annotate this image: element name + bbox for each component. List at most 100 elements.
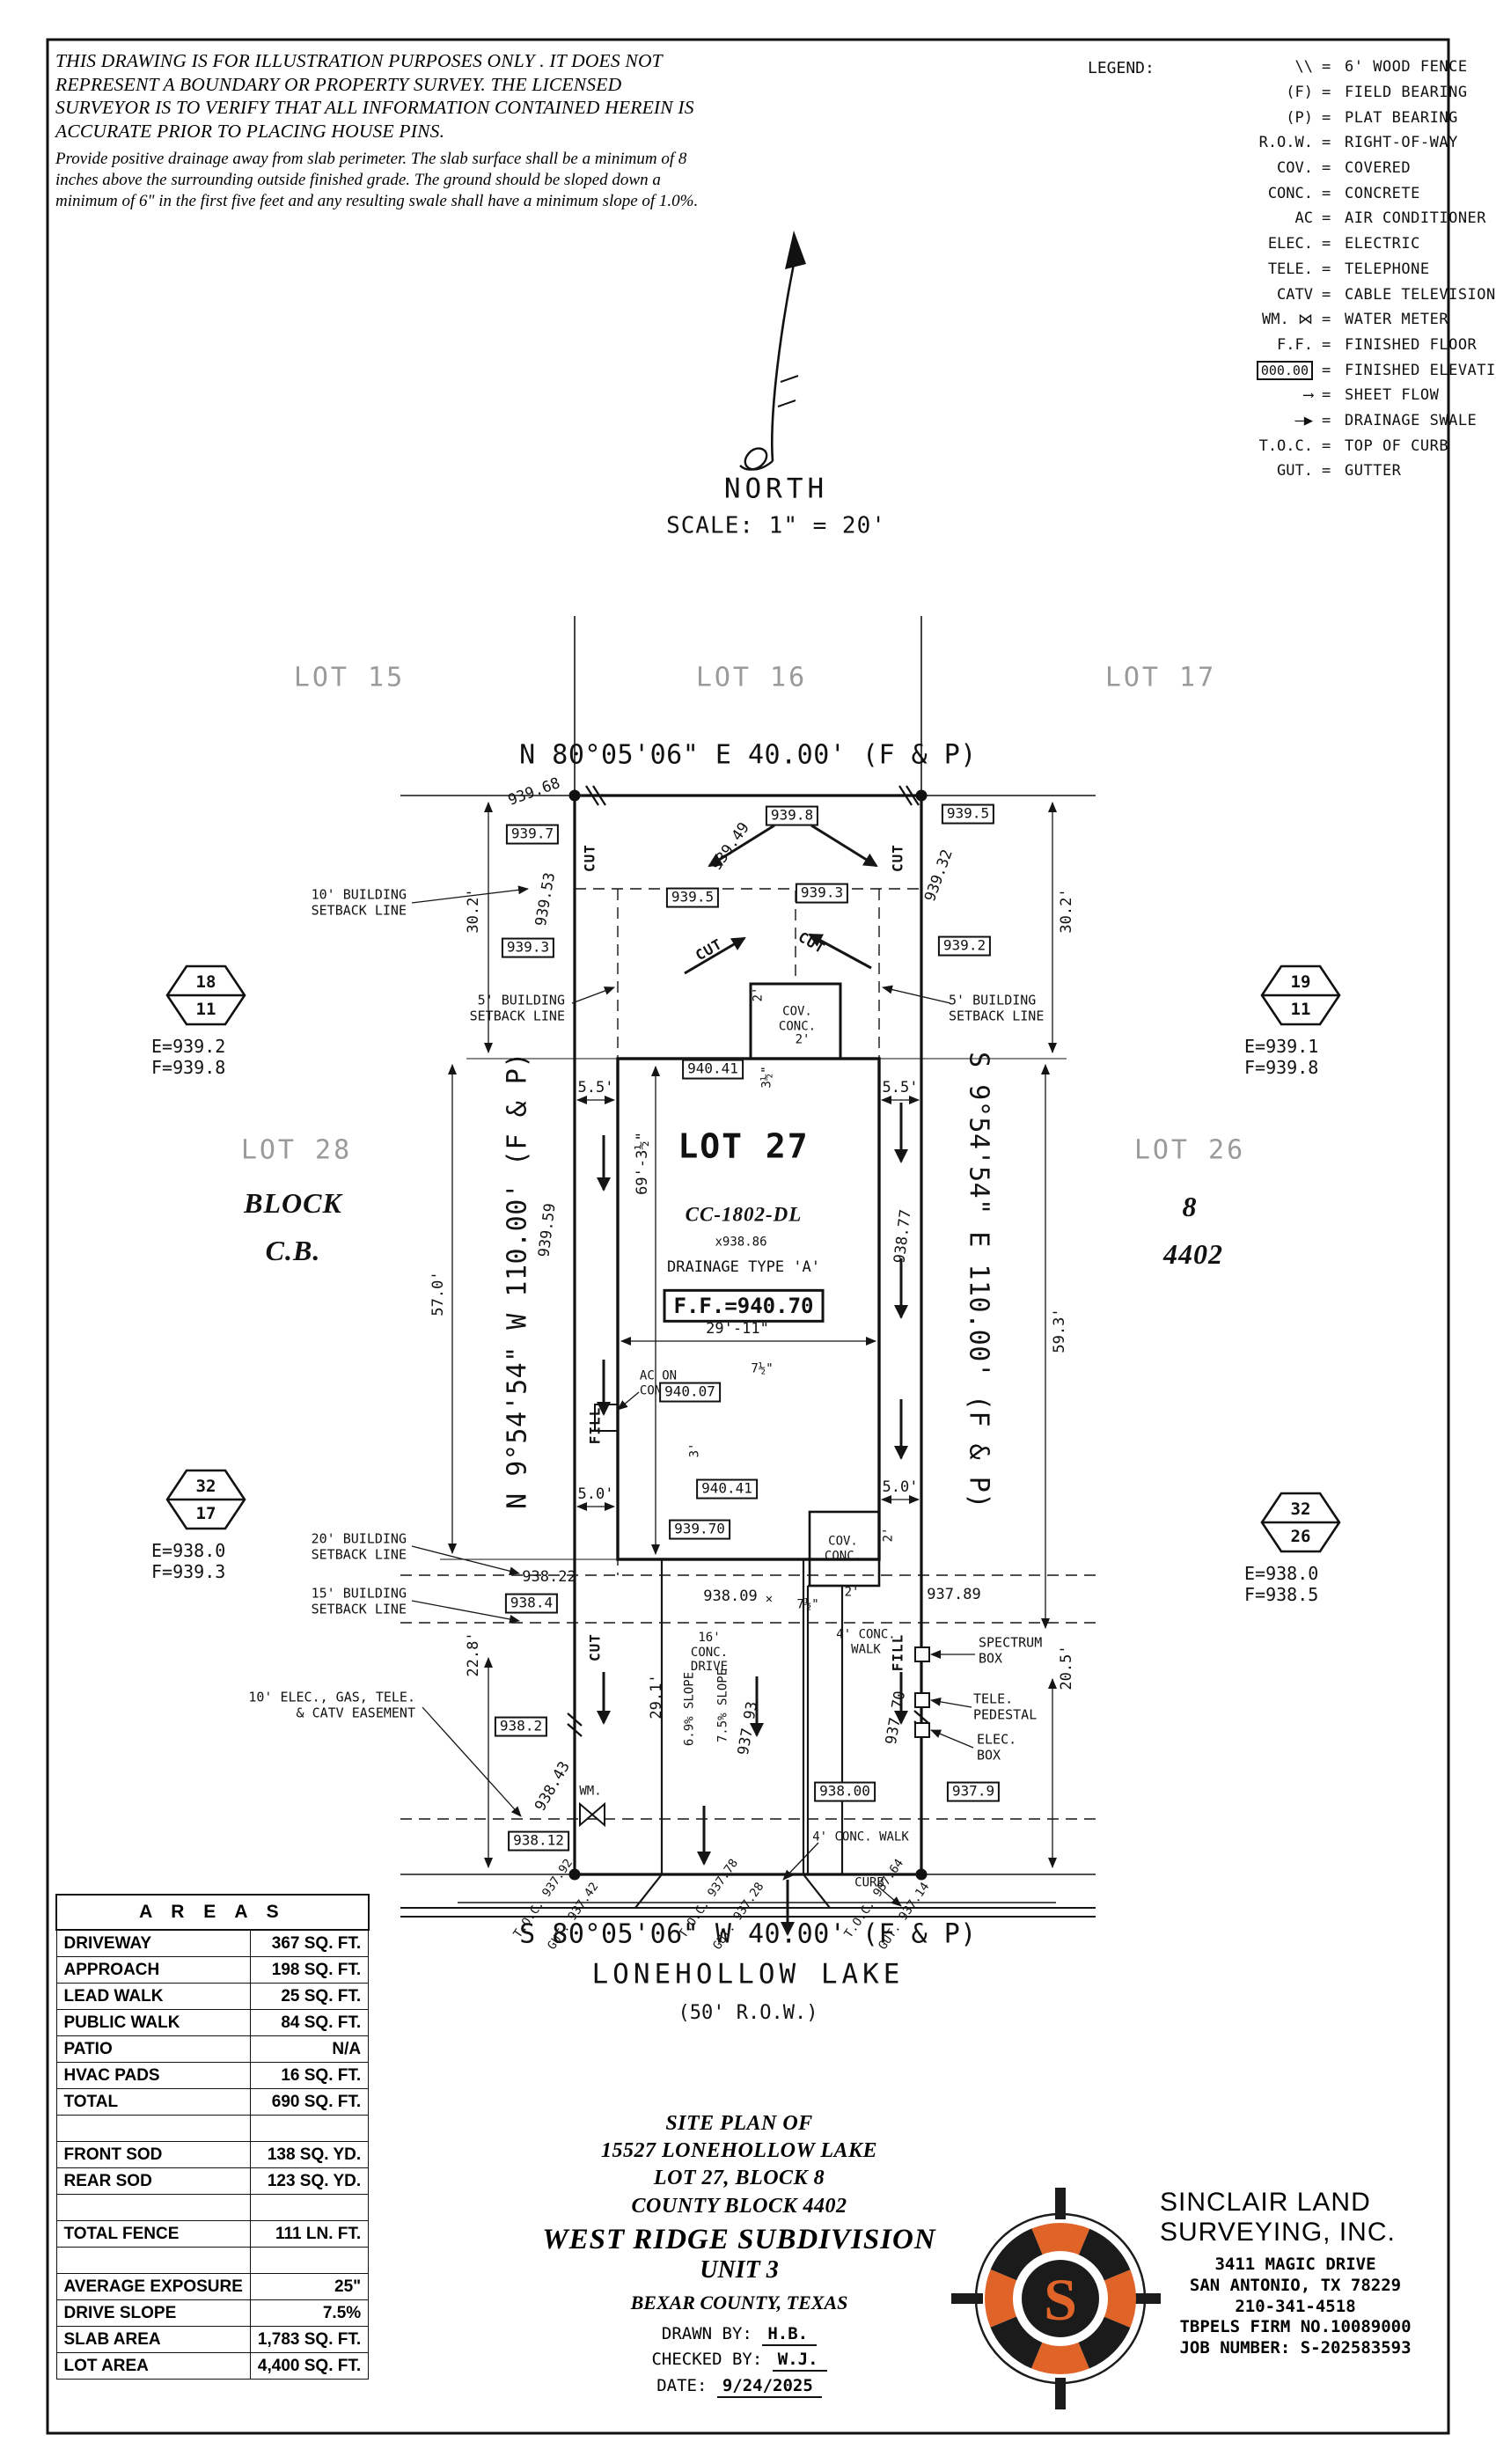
legend-text: FINISHED FLOOR [1345,335,1478,354]
legend-symbol: ⟶ [1303,386,1313,405]
legend-symbol: T.O.C. [1258,436,1313,455]
legend-text: CABLE TELEVISION [1345,285,1496,304]
legend-item: COV.=COVERED [1277,159,1412,178]
dimension-lines [448,802,1057,1868]
ac-pad [594,1404,619,1432]
company-logo: S [951,2188,1161,2409]
fence-marks [567,785,929,1737]
company-firm-number: TBPELS FIRM NO.10089000 [1179,2317,1412,2337]
checked-by-value: W.J. [772,2350,827,2372]
legend-item: —▶=DRAINAGE SWALE [1294,411,1478,429]
sheet-border [46,38,1450,2435]
legend-text: TELEPHONE [1345,260,1430,278]
legend-text: TOP OF CURB [1345,436,1449,455]
leader-lines [411,885,975,1907]
checked-by-row: CHECKED BY: W.J. [484,2347,994,2372]
legend-text: SHEET FLOW [1345,386,1440,405]
legend-item: ELEC.=ELECTRIC [1267,235,1420,253]
logo-letter: S [1044,2266,1077,2333]
checked-by-label: CHECKED BY: [651,2350,763,2370]
company-street: 3411 MAGIC DRIVE [1214,2255,1376,2274]
drawn-by-row: DRAWN BY: H.B. [484,2321,994,2347]
legend-symbol: 000.00 [1256,360,1313,380]
date-label: DATE: [656,2375,708,2395]
drawn-by-label: DRAWN BY: [661,2323,752,2343]
tele-pedestal [914,1692,930,1708]
areas-row [55,2194,370,2221]
legend-item: T.O.C.=TOP OF CURB [1258,436,1449,455]
disclaimer-note: THIS DRAWING IS FOR ILLUSTRATION PURPOSE… [55,49,715,213]
legend-symbol: TELE. [1267,260,1313,278]
legend-symbol: AC [1294,209,1313,228]
areas-row [55,2247,370,2274]
water-meter-icon [579,1801,605,1828]
county-name: BEXAR COUNTY, TEXAS [630,2291,848,2314]
legend-item: ⟶=SHEET FLOW [1303,386,1440,405]
legend-text: RIGHT-OF-WAY [1345,134,1458,152]
legend-symbol: (F) [1286,84,1313,102]
company-city: SAN ANTONIO, TX 78229 [1189,2275,1402,2295]
drawn-by-value: H.B. [762,2323,818,2346]
company-contact: 3411 MAGIC DRIVE SAN ANTONIO, TX 78229 2… [1158,2255,1433,2359]
legend-item: AC=AIR CONDITIONER [1294,209,1487,228]
areas-table-title: A R E A S [55,1894,370,1931]
company-name-line2: SURVEYING, INC. [1160,2217,1396,2247]
legend-item: TELE.=TELEPHONE [1267,260,1430,278]
legend-item: GUT.=GUTTER [1277,462,1402,480]
legend-text: FIELD BEARING [1345,84,1468,102]
spectrum-box [914,1646,930,1662]
subdivision-name: WEST RIDGE SUBDIVISION [542,2223,936,2255]
utility-boxes [914,1646,930,1738]
legend-text: FINISHED ELEVATION [1345,361,1496,379]
legend-item: CATV=CABLE TELEVISION [1277,285,1496,304]
disclaimer-paragraph-2: Provide positive drainage away from slab… [55,149,699,211]
property-corner-pins [568,789,928,1881]
legend-item: \\=6' WOOD FENCE [1294,58,1468,77]
legend-item: F.F.=FINISHED FLOOR [1277,335,1478,354]
legend-text: CONCRETE [1345,184,1420,202]
legend-item: (P)=PLAT BEARING [1286,108,1458,127]
legend-text: DRAINAGE SWALE [1345,411,1478,429]
rear-covered-concrete [808,1510,881,1588]
legend-symbol: ELEC. [1267,235,1313,253]
date-value: 9/24/2025 [716,2375,822,2398]
legend-text: 6' WOOD FENCE [1345,58,1468,77]
subdivision-unit: UNIT 3 [700,2255,779,2284]
legend-item: (F)=FIELD BEARING [1286,84,1468,102]
legend-symbol: F.F. [1277,335,1313,354]
elec-box [914,1722,930,1738]
house-outline [594,982,881,1588]
company-phone: 210-341-4518 [1235,2296,1356,2316]
legend-text: GUTTER [1345,462,1402,480]
north-arrow-icon [739,231,806,471]
legend-item: 000.00=FINISHED ELEVATION [1184,357,1496,383]
job-number: JOB NUMBER: S-202583593 [1179,2338,1412,2358]
legend-text: PLAT BEARING [1345,108,1458,127]
legend-symbol: —▶ [1294,411,1313,429]
legend-symbol: WM. ⋈ [1262,311,1313,329]
legend-symbol: COV. [1277,159,1313,178]
legend: LEGEND: \\=6' WOOD FENCE(F)=FIELD BEARIN… [1088,55,1496,484]
legend-symbol: CONC. [1267,184,1313,202]
company-name-line1: SINCLAIR LAND [1160,2188,1371,2217]
elevation-hexagons [165,964,1341,1553]
legend-item: CONC.=CONCRETE [1267,184,1420,202]
legend-symbol: R.O.W. [1258,134,1313,152]
legend-symbol: (P) [1286,108,1313,127]
flatwork [400,1559,1096,1918]
legend-text: ELECTRIC [1345,235,1420,253]
drainage-arrows [597,824,908,1936]
legend-text: AIR CONDITIONER [1345,209,1487,228]
